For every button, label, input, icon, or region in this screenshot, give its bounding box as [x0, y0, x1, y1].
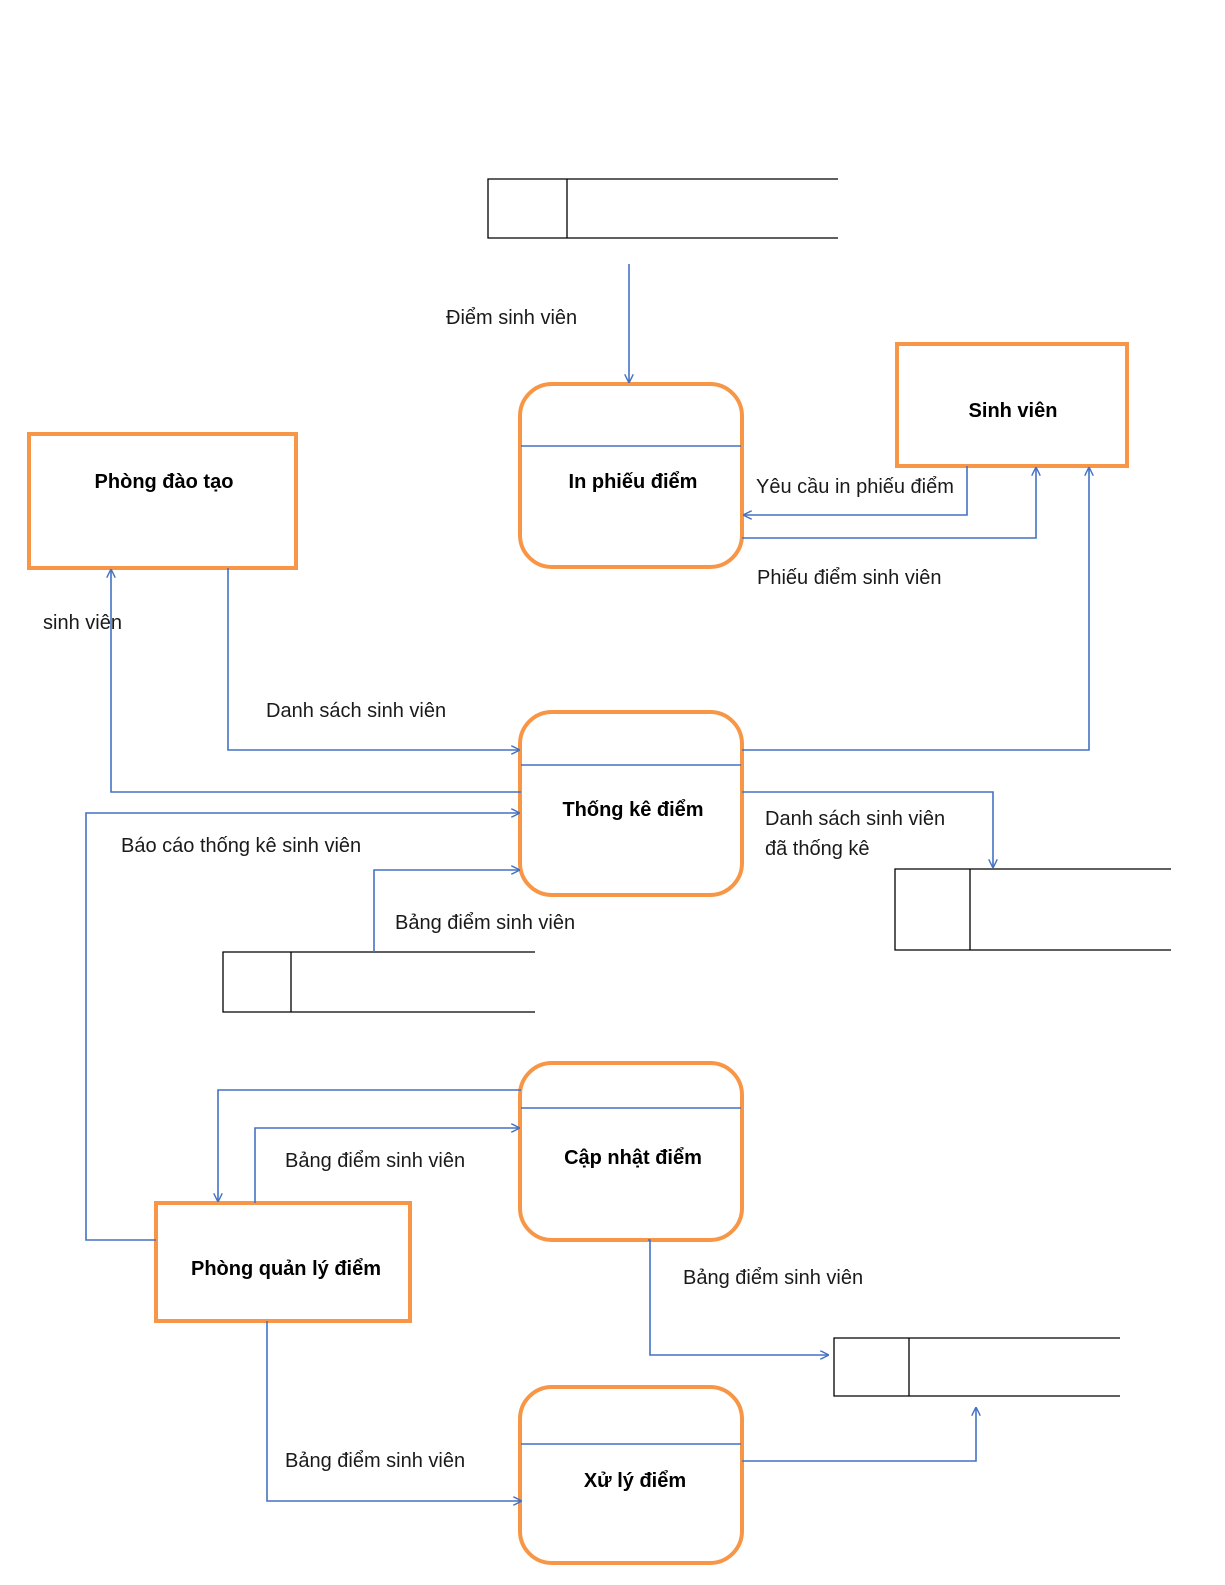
entity-sinh-vien: Sinh viên: [895, 342, 1129, 468]
process-in-phieu-diem: In phiếu điểm: [518, 382, 744, 569]
flow-yeu-cau-in-phieu-diem: [744, 466, 968, 515]
data-store-left: [222, 951, 535, 1013]
label-bang-diem-to-xu-ly: Bảng điểm sinh viên: [285, 1450, 465, 1472]
entity-sinh-vien-label: Sinh viên: [969, 400, 1058, 422]
data-store-top: [487, 178, 838, 239]
flow-thong-ke-to-sinh-vien: [742, 468, 1089, 751]
process-thong-ke-diem-label: Thống kê điểm: [562, 799, 703, 821]
label-bang-diem-to-thong-ke: Bảng điểm sinh viên: [395, 912, 575, 934]
data-store-right: [894, 868, 1171, 951]
label-yeu-cau-in-phieu-diem: Yêu cầu in phiếu điểm: [756, 476, 954, 498]
flow-cap-nhat-to-phong-quan-ly: [218, 1089, 521, 1201]
label-diem-sinh-vien: Điểm sinh viên: [446, 307, 577, 329]
process-xu-ly-diem: Xử lý điểm: [518, 1385, 744, 1565]
flow-bang-diem-to-xu-ly: [266, 1321, 521, 1501]
flow-bang-diem-to-cap-nhat: [254, 1128, 519, 1203]
label-danh-sach-da-thong-ke-2: đã thống kê: [765, 838, 870, 860]
process-cap-nhat-diem: Cập nhật điểm: [518, 1061, 744, 1242]
label-phieu-diem-sinh-vien: Phiếu điểm sinh viên: [757, 567, 942, 589]
flow-bang-diem-to-thong-ke: [373, 870, 519, 952]
flow-phieu-diem-sinh-vien: [742, 468, 1036, 539]
label-bang-diem-to-cap-nhat: Bảng điểm sinh viên: [285, 1150, 465, 1172]
entity-phong-quan-ly-diem-label: Phòng quản lý điểm: [191, 1258, 381, 1280]
flow-danh-sach-da-thong-ke: [742, 791, 993, 867]
flow-sinh-vien-to-phong-dao-tao: [111, 570, 521, 793]
entity-phong-dao-tao: Phòng đào tạo: [27, 432, 298, 570]
label-bang-diem-from-cap-nhat: Bảng điểm sinh viên: [683, 1267, 863, 1289]
label-danh-sach-sinh-vien: Danh sách sinh viên: [266, 700, 446, 722]
label-sinh-vien-flow: sinh viên: [43, 612, 122, 634]
label-bao-cao-thong-ke: Báo cáo thống kê sinh viên: [121, 835, 361, 857]
entity-phong-dao-tao-label: Phòng đào tạo: [95, 471, 234, 493]
process-cap-nhat-diem-label: Cập nhật điểm: [564, 1147, 702, 1169]
data-store-bottom: [833, 1337, 1120, 1397]
entity-phong-quan-ly-diem: Phòng quản lý điểm: [154, 1201, 412, 1323]
flow-bao-cao-thong-ke: [85, 813, 519, 1241]
process-xu-ly-diem-label: Xử lý điểm: [584, 1470, 686, 1492]
flow-danh-sach-sinh-vien: [227, 568, 519, 750]
flow-xu-ly-to-store: [742, 1408, 976, 1462]
process-in-phieu-diem-label: In phiếu điểm: [569, 471, 698, 493]
flow-bang-diem-from-cap-nhat: [648, 1239, 828, 1355]
label-danh-sach-da-thong-ke-1: Danh sách sinh viên: [765, 808, 945, 830]
process-thong-ke-diem: Thống kê điểm: [518, 710, 744, 897]
